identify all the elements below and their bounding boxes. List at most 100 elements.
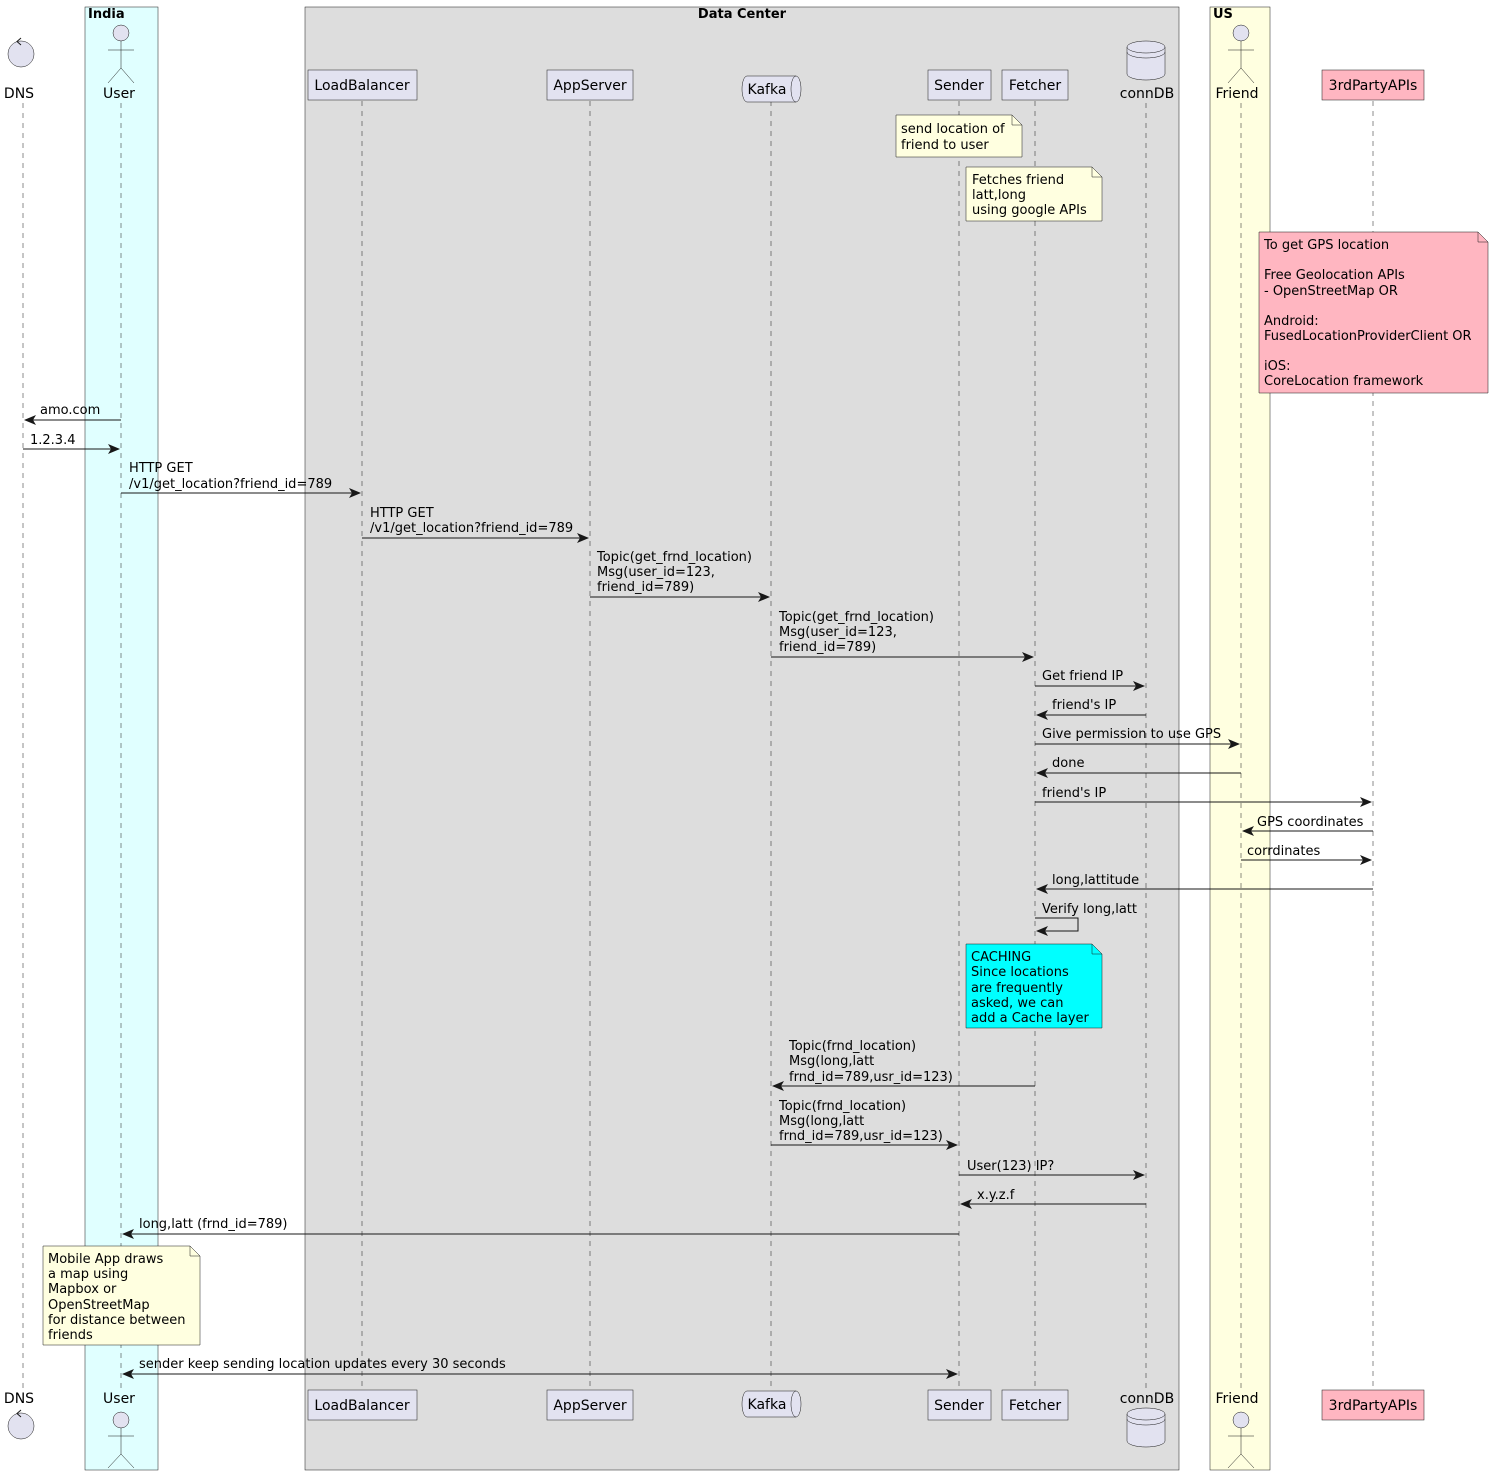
- participant-fetcher-box: [1001, 69, 1069, 101]
- note-caching-line: are frequently: [971, 981, 1063, 996]
- participants-top: DNS User LoadBalancer AppServer Kafka Se…: [4, 24, 1425, 103]
- message-label: long,latt (frnd_id=789): [139, 1217, 288, 1232]
- message-label: Msg(user_id=123,: [779, 625, 897, 640]
- message-verify-self: Verify long,latt: [1035, 902, 1137, 936]
- control-icon: [7, 40, 35, 68]
- participant-fetcher-label: Fetcher: [1009, 78, 1062, 94]
- note-caching: CACHING Since locations are frequently a…: [965, 943, 1103, 1029]
- message-arrow: [1035, 917, 1079, 936]
- notes: send location of friend to user Fetches …: [42, 114, 1489, 1346]
- actor-icon: [112, 1411, 130, 1429]
- participant-3rdpartyapis-label: 3rdPartyAPIs: [1329, 1398, 1418, 1414]
- box-data-center-rect: [304, 6, 1180, 1471]
- message-label: /v1/get_location?friend_id=789: [129, 477, 332, 492]
- message-get-friend-ip: Get friend IP: [1035, 669, 1145, 691]
- participants-bottom: DNS User LoadBalancer AppServer Kafka: [4, 1389, 1425, 1469]
- participant-3rdpartyapis-bottom: 3rdPartyAPIs: [1321, 1389, 1425, 1421]
- message-label: Topic(frnd_location): [788, 1039, 916, 1054]
- participant-appserver-label: AppServer: [553, 1398, 627, 1414]
- note-mobile-app-line: for distance between: [48, 1313, 185, 1328]
- note-gps-fold: [1477, 232, 1488, 243]
- participant-fetcher-box: [1001, 1389, 1069, 1421]
- participant-conndb-label: connDB: [1120, 86, 1174, 102]
- note-send-location-fold: [1011, 115, 1022, 126]
- message-long-lattitude: long,lattitude: [1036, 873, 1373, 894]
- participant-conndb-top: connDB: [1120, 40, 1174, 102]
- message-fetcher-to-kafka: Topic(frnd_location) Msg(long,latt frnd_…: [772, 1039, 1035, 1091]
- message-label: friend_id=789): [779, 640, 876, 655]
- note-caching-shape: [965, 943, 1103, 1029]
- participant-friend-label: Friend: [1215, 86, 1258, 102]
- participant-fetcher-top: Fetcher: [1001, 69, 1069, 101]
- message-label: Verify long,latt: [1042, 902, 1137, 917]
- message-label: HTTP GET: [129, 461, 193, 476]
- message-label: User(123) IP?: [967, 1159, 1054, 1174]
- participant-kafka-label: Kafka: [748, 82, 787, 98]
- participant-fetcher-bottom: Fetcher: [1001, 1389, 1069, 1421]
- note-send-location: send location of friend to user: [895, 114, 1023, 158]
- participant-appserver-bottom: AppServer: [546, 1389, 634, 1421]
- participant-sender-box: [927, 69, 992, 101]
- participant-friend-top: Friend: [1215, 24, 1259, 102]
- note-fetches-friend: Fetches friend latt,long using google AP…: [965, 166, 1103, 222]
- participant-3rdpartyapis-top: 3rdPartyAPIs: [1321, 69, 1425, 101]
- note-send-location-line: send location of: [901, 122, 1005, 137]
- participant-conndb-bottom: connDB: [1120, 1391, 1174, 1448]
- participant-appserver-top: AppServer: [546, 69, 634, 101]
- note-gps-line: To get GPS location: [1263, 238, 1389, 253]
- participant-sender-bottom: Sender: [927, 1389, 992, 1421]
- message-label: friend_id=789): [597, 580, 694, 595]
- message-label: frnd_id=789,usr_id=123): [789, 1070, 953, 1085]
- database-icon-top: [1126, 1407, 1166, 1421]
- note-mobile-app-line: Mapbox or: [48, 1282, 117, 1297]
- message-user-ip-response: x.y.z.f: [960, 1188, 1146, 1209]
- participant-appserver-box: [546, 1389, 634, 1421]
- participant-loadbalancer-top: LoadBalancer: [307, 69, 418, 101]
- participant-friend-bottom: Friend: [1215, 1391, 1259, 1469]
- actor-icon-leg-left: [107, 1453, 122, 1469]
- note-send-location-shape: [895, 114, 1023, 158]
- control-icon-arrow: [16, 37, 22, 46]
- message-label: done: [1052, 756, 1084, 771]
- note-caching-line: CACHING: [971, 950, 1031, 965]
- box-india-title: India: [88, 7, 125, 22]
- message-dns-response: 1.2.3.4: [23, 433, 120, 454]
- message-label: Get friend IP: [1042, 669, 1123, 684]
- participant-sender-box: [927, 1389, 992, 1421]
- note-caching-line: Since locations: [971, 965, 1069, 980]
- message-label: Msg(long,latt: [779, 1114, 864, 1129]
- message-permission-gps: Give permission to use GPS: [1035, 727, 1240, 749]
- participant-user-label: User: [103, 1391, 135, 1407]
- database-icon: [1126, 1414, 1166, 1448]
- participant-loadbalancer-bottom: LoadBalancer: [307, 1389, 418, 1421]
- message-app-to-kafka: Topic(get_frnd_location) Msg(user_id=123…: [590, 550, 770, 602]
- participant-kafka-top: Kafka: [741, 75, 802, 103]
- note-gps: To get GPS location Free Geolocation API…: [1258, 231, 1489, 394]
- participant-appserver-label: AppServer: [553, 78, 627, 94]
- participant-fetcher-label: Fetcher: [1009, 1398, 1062, 1414]
- queue-icon-cap: [790, 75, 797, 103]
- actor-icon-leg-right: [120, 1453, 135, 1469]
- participant-conndb-label: connDB: [1120, 1391, 1174, 1407]
- participant-3rdpartyapis-label: 3rdPartyAPIs: [1329, 78, 1418, 94]
- actor-icon: [1232, 24, 1250, 42]
- participant-loadbalancer-box: [307, 1389, 418, 1421]
- note-gps-line: FusedLocationProviderClient OR: [1264, 329, 1472, 344]
- note-mobile-app-line: OpenStreetMap: [48, 1298, 150, 1313]
- note-gps-line: iOS:: [1264, 359, 1290, 374]
- participant-user-bottom: User: [103, 1391, 135, 1469]
- box-us-title: US: [1213, 7, 1233, 22]
- note-fetches-friend-fold: [1091, 167, 1102, 178]
- note-fetches-friend-line: Fetches friend: [972, 173, 1064, 188]
- message-label: amo.com: [40, 403, 100, 418]
- note-gps-line: CoreLocation framework: [1264, 374, 1424, 389]
- participant-3rdpartyapis-box: [1321, 1389, 1425, 1421]
- message-label: HTTP GET: [370, 506, 434, 521]
- participant-loadbalancer-box: [307, 69, 418, 101]
- note-gps-line: - OpenStreetMap OR: [1264, 284, 1398, 299]
- note-mobile-app-shape: [42, 1245, 201, 1346]
- message-label: Give permission to use GPS: [1042, 727, 1221, 742]
- note-send-location-line: friend to user: [901, 138, 989, 153]
- message-label: Msg(long,latt: [789, 1054, 874, 1069]
- message-label: Topic(get_frnd_location): [778, 610, 934, 625]
